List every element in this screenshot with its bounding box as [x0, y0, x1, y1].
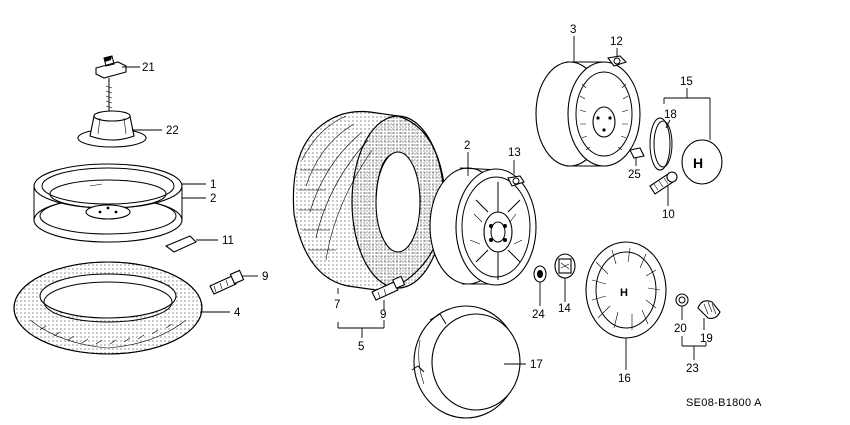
svg-text:H: H: [620, 287, 628, 299]
callout-7: 7: [334, 299, 340, 311]
center-cap-small-part: [554, 253, 576, 279]
valve-stem-right-part: [649, 171, 678, 195]
callout-9-center: 9: [380, 309, 386, 321]
callout-12: 12: [610, 36, 623, 48]
callout-2-alloy: 2: [464, 140, 470, 152]
callout-5: 5: [358, 341, 364, 353]
callout-24: 24: [532, 309, 545, 321]
callout-4: 4: [234, 307, 241, 319]
valve-stem-center-part: [371, 275, 406, 301]
diagram-code: SE08-B1800 A: [686, 397, 762, 409]
hub-lug-nut-part: [629, 147, 645, 159]
trim-ring-part: [411, 305, 521, 419]
callout-14: 14: [558, 303, 571, 315]
callout-16: 16: [618, 373, 631, 385]
callout-13: 13: [508, 147, 521, 159]
callout-15: 15: [680, 76, 693, 88]
callout-22: 22: [166, 125, 179, 137]
svg-text:H: H: [693, 155, 703, 171]
lug-nut-part: [507, 175, 525, 187]
callout-17: 17: [530, 359, 543, 371]
callout-23: 23: [686, 363, 699, 375]
callout-labels: 21 22 1 2 11 9 4 7 9 5 2 13 24 14 17 3 1…: [142, 24, 713, 385]
valve-stem-left-part: [209, 269, 245, 295]
spacer-cone-part: [77, 110, 147, 148]
valve-cap-part: [675, 293, 689, 307]
callout-2-spare: 2: [210, 193, 216, 205]
wheel-cover-part: H: [585, 241, 667, 339]
wheel-nut-part: [607, 55, 628, 67]
spare-clamp-bolt-part: [95, 55, 127, 118]
callout-9-left: 9: [262, 271, 268, 283]
callout-11: 11: [222, 235, 234, 247]
callout-1: 1: [210, 179, 216, 191]
spare-tire-part: [13, 261, 203, 355]
callout-19: 19: [700, 333, 713, 345]
tire-part: [292, 110, 446, 291]
leader-lines: [122, 36, 711, 370]
spare-wheel-part: [33, 163, 183, 243]
steel-wheel-part: [535, 61, 641, 167]
callout-10: 10: [662, 209, 675, 221]
label-strip-part: [164, 235, 197, 253]
hub-cap-part: H: [681, 139, 723, 185]
callout-21: 21: [142, 62, 155, 74]
callout-25: 25: [628, 169, 641, 181]
valve-extension-part: [697, 300, 721, 319]
alloy-wheel-part: [429, 167, 537, 286]
callout-3: 3: [570, 24, 576, 36]
lug-cap-part: [533, 265, 547, 283]
callout-20: 20: [674, 323, 687, 335]
callout-18: 18: [664, 109, 677, 121]
retaining-ring-part: [649, 117, 673, 171]
